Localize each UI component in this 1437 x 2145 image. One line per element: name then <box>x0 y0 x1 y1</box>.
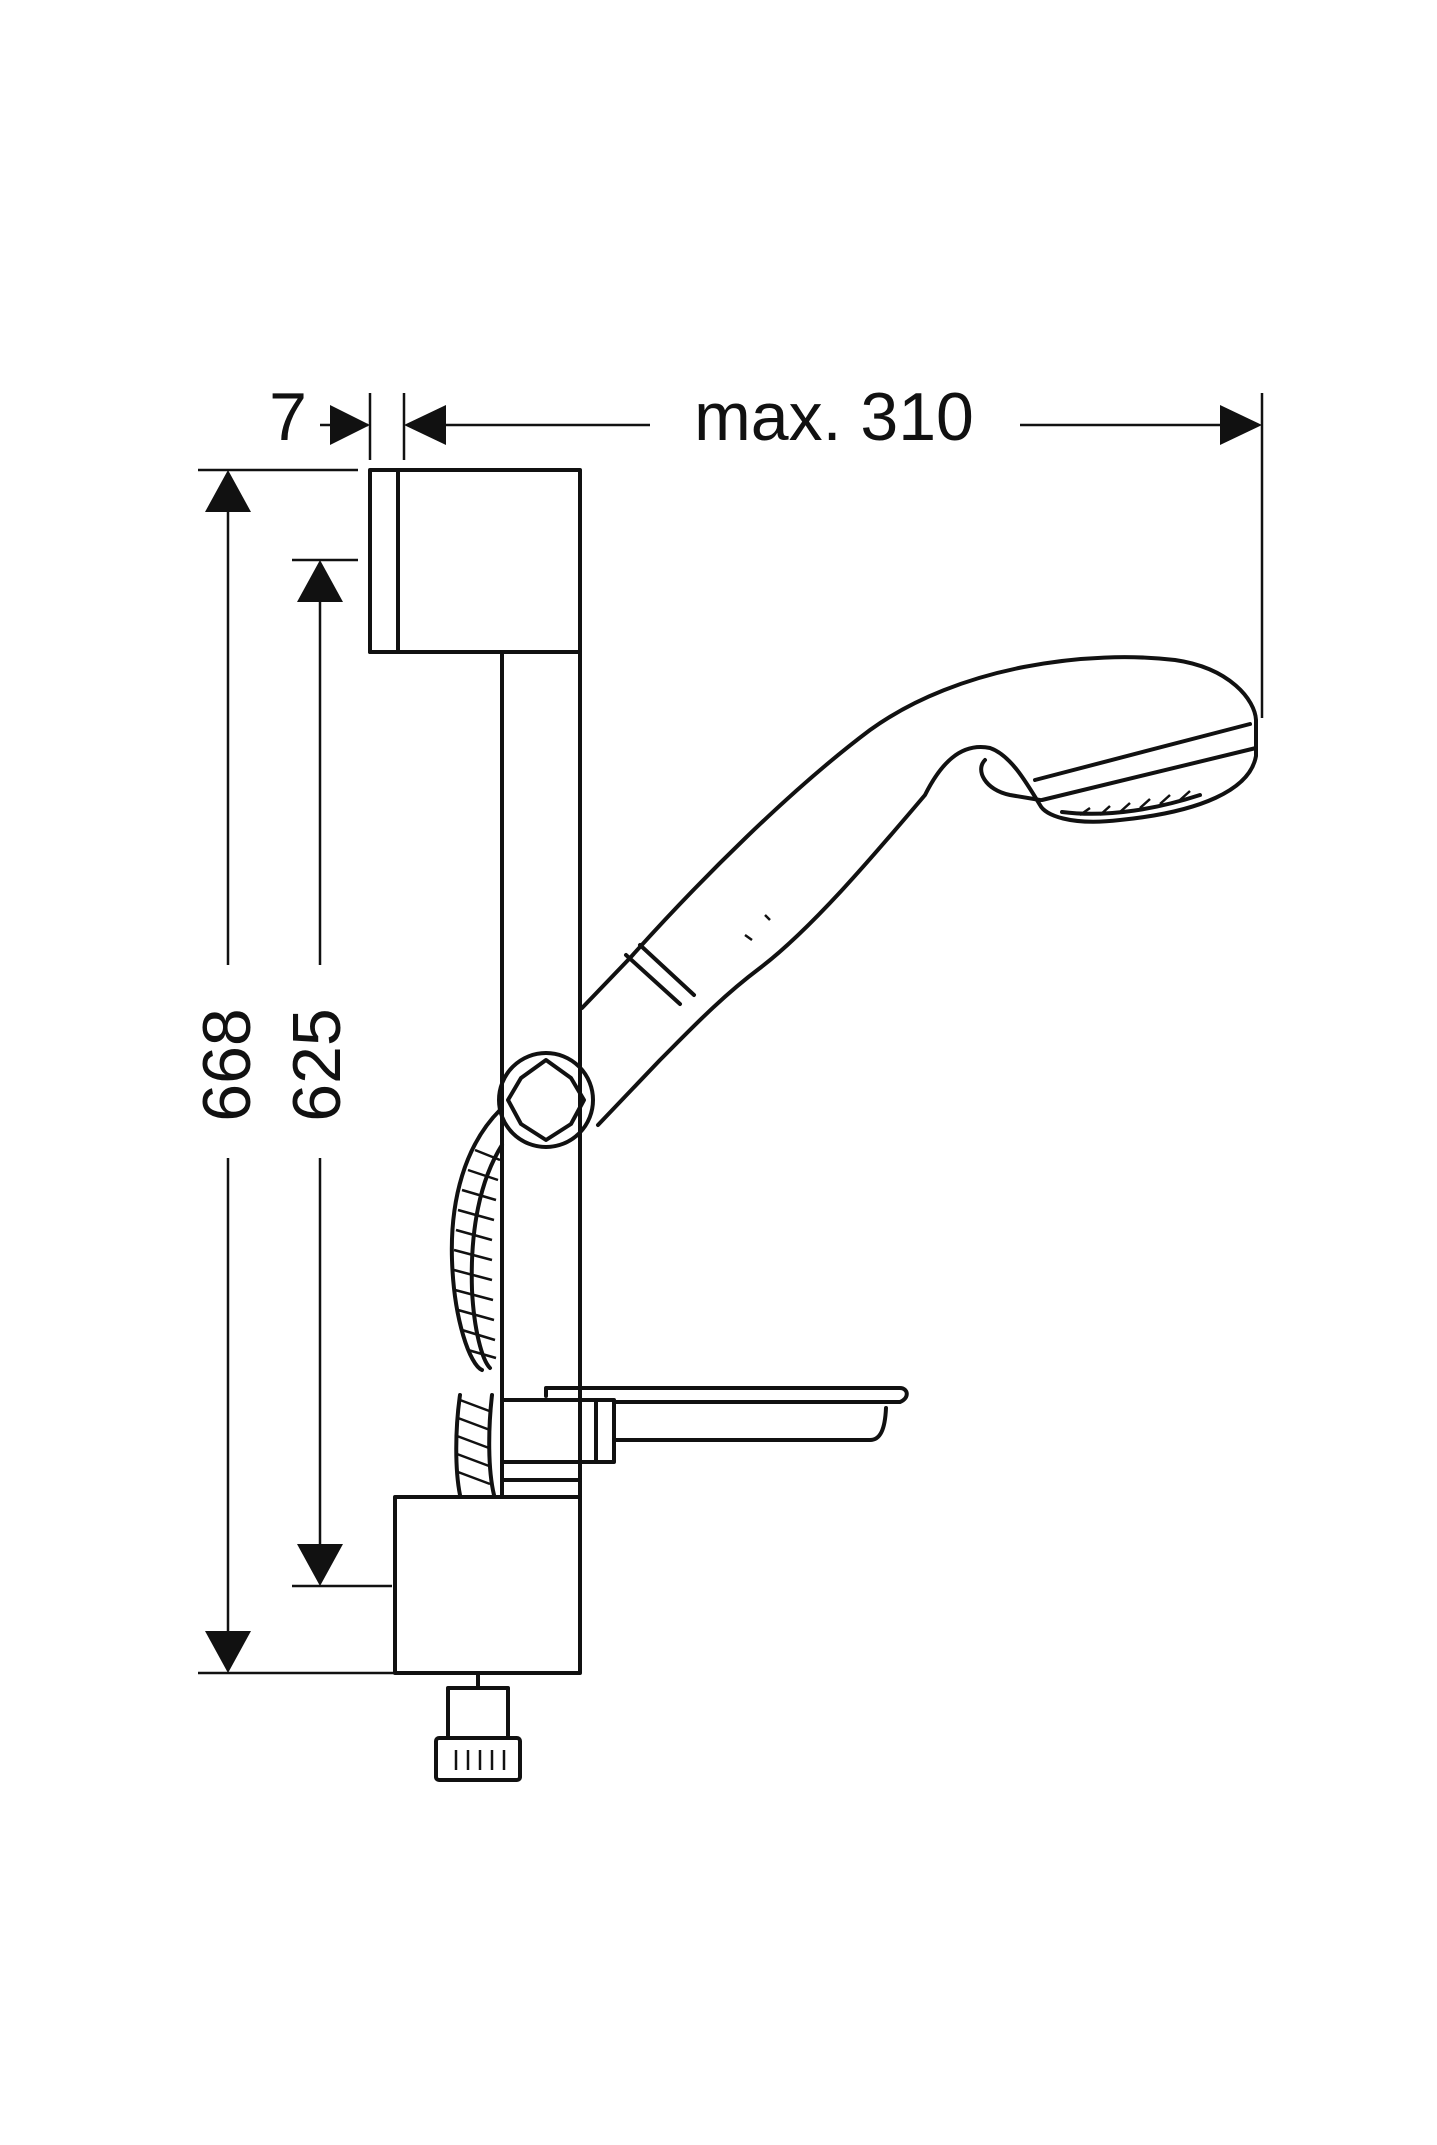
shower-hose <box>449 1108 504 1497</box>
swivel-knob <box>497 1051 595 1149</box>
arrow-head-668-top <box>205 470 251 512</box>
top-wall-bracket <box>368 468 582 654</box>
total-height-dimension-label: 668 <box>189 1008 265 1121</box>
mount-spacing-dimension-label: 625 <box>279 1008 355 1121</box>
left-dimension-625: 625 <box>279 558 392 1588</box>
arrow-head-projection-right <box>1220 405 1262 445</box>
arrow-head-668-bottom <box>205 1631 251 1673</box>
arrow-head-625-bottom <box>297 1544 343 1586</box>
arrow-head-625-top <box>297 560 343 602</box>
left-dimension-668: 668 <box>189 468 395 1675</box>
soap-dish <box>500 1386 909 1464</box>
arrow-head-projection-left <box>404 405 446 445</box>
max-projection-dimension-label: max. 310 <box>694 379 974 455</box>
arrow-head-offset-right <box>330 405 370 445</box>
shower-rail-assembly <box>368 468 1258 1782</box>
top-dimension: 7 max. 310 <box>269 379 1264 718</box>
hand-shower-handle <box>580 655 1258 1127</box>
bottom-wall-bracket <box>393 1495 582 1675</box>
hose-connector <box>434 1671 522 1782</box>
offset-dimension-label: 7 <box>269 379 307 455</box>
